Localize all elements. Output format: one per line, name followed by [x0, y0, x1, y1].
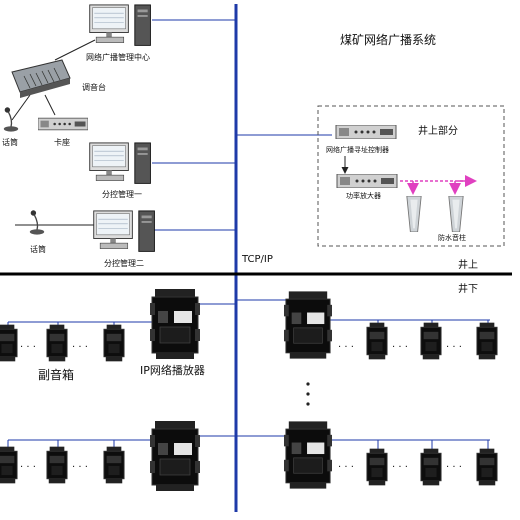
management-center-pc-icon: [89, 4, 151, 46]
above-ground-label: 井上: [458, 258, 478, 271]
column-speaker-label: 防水音柱: [438, 233, 466, 242]
mixer-links: [11, 39, 100, 226]
upper-connections: [152, 19, 332, 231]
aux-speaker-icon: [0, 446, 18, 484]
tape-deck-icon: [38, 117, 88, 131]
aux-speaker-icon: [103, 446, 125, 484]
ip-player-label: IP网络播放器: [140, 363, 205, 377]
aux-speaker-icon: [476, 322, 498, 360]
ip-player-icon: [150, 288, 200, 360]
aux-speaker-icon: [476, 448, 498, 486]
aux-speaker-icon: [366, 322, 388, 360]
sub-control-2-label: 分控管理二: [104, 258, 144, 268]
surface-section-box: [317, 105, 505, 247]
sub-control-1-label: 分控管理一: [102, 189, 142, 199]
column-speaker-icon: [406, 196, 422, 232]
ellipsis: · · ·: [338, 462, 354, 473]
address-controller-label: 网络广播寻址控制器: [326, 145, 389, 154]
aux-speaker-icon: [366, 448, 388, 486]
surface-section-label: 井上部分: [418, 124, 458, 137]
aux-speaker-icon: [103, 324, 125, 362]
microphone-icon: [29, 209, 45, 236]
aux-speaker-icon: [420, 322, 442, 360]
ellipsis: · · ·: [72, 462, 88, 473]
ellipsis: · · ·: [72, 342, 88, 353]
sub-control-2-pc-icon: [93, 210, 155, 252]
aux-speaker-icon: [46, 446, 68, 484]
aux-speaker-icon: [46, 324, 68, 362]
management-center-label: 网络广播管理中心: [86, 52, 150, 62]
ip-player-icon: [284, 290, 332, 360]
vertical-ellipsis: [306, 382, 310, 406]
amp-to-speakers-arrows: [400, 175, 477, 195]
ellipsis: · · ·: [20, 462, 36, 473]
sub-control-1-pc-icon: [89, 142, 151, 184]
mixer-label: 调音台: [82, 82, 106, 92]
mic-top-label: 话筒: [2, 137, 18, 147]
aux-speaker-icon: [420, 448, 442, 486]
ellipsis: · · ·: [338, 342, 354, 353]
mic-bottom-label: 话筒: [30, 244, 46, 254]
aux-speaker-icon: [0, 324, 18, 362]
ellipsis: · · ·: [20, 342, 36, 353]
address-controller-icon: [335, 125, 397, 139]
tape-deck-label: 卡座: [54, 137, 70, 147]
underground-label: 井下: [458, 282, 478, 295]
column-speaker-icon: [448, 196, 464, 232]
tcpip-label: TCP/IP: [241, 254, 273, 265]
power-amplifier-icon: [336, 174, 398, 188]
ellipsis: · · ·: [392, 342, 408, 353]
mixer-icon: [11, 59, 71, 98]
underground-connections: [7, 299, 490, 450]
power-amplifier-label: 功率放大器: [346, 191, 381, 200]
ellipsis: · · ·: [446, 342, 462, 353]
ip-player-icon: [150, 420, 200, 492]
diagram-title: 煤矿网络广播系统: [340, 32, 436, 47]
ip-player-icon: [284, 420, 332, 490]
microphone-icon: [3, 106, 19, 133]
ellipsis: · · ·: [392, 462, 408, 473]
ellipsis: · · ·: [446, 462, 462, 473]
aux-speaker-label: 副音箱: [38, 367, 74, 382]
